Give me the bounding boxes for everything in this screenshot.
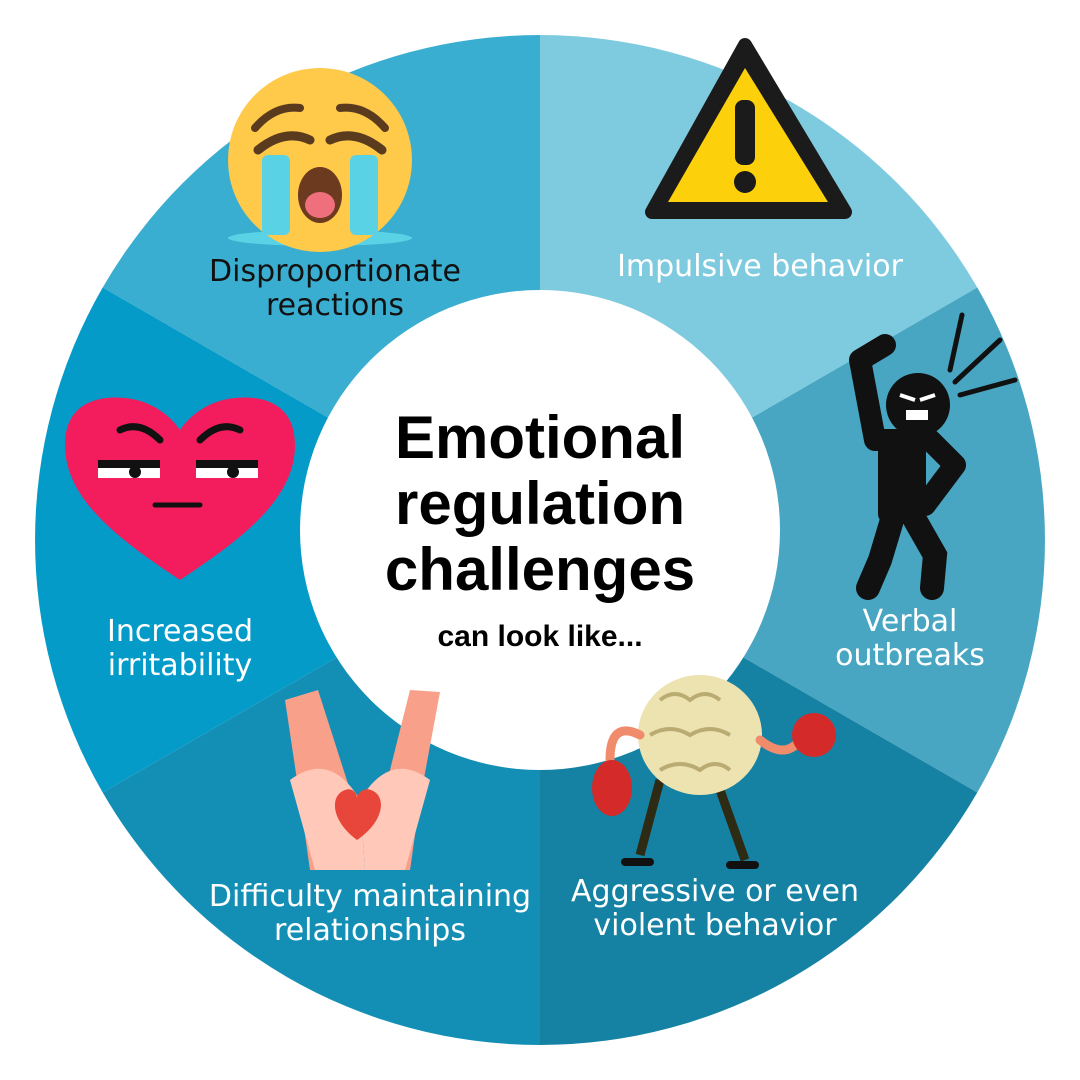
boxing-brain-icon (592, 675, 836, 869)
center-circle (300, 290, 780, 770)
annoyed-heart-icon (65, 397, 295, 580)
label-impulsive: Impulsive behavior (617, 249, 903, 284)
warning-icon (645, 38, 852, 219)
shouting-person-icon (849, 312, 1018, 600)
hands-heart-icon (285, 690, 440, 870)
crying-face-icon (228, 68, 412, 252)
center-title: Emotional regulation challenges (384, 404, 696, 603)
center-subtitle: can look like... (437, 620, 643, 653)
